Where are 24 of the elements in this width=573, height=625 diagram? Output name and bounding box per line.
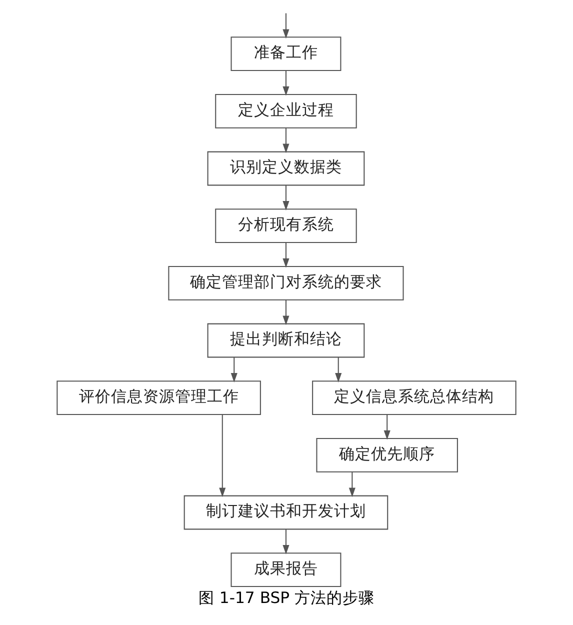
arrow xyxy=(230,357,238,382)
node-box: 分析现有系统 xyxy=(215,208,357,244)
node-box: 确定优先顺序 xyxy=(316,438,458,472)
node-box: 成果报告 xyxy=(230,552,342,588)
node-box: 提出判断和结论 xyxy=(207,323,365,358)
node-box: 定义信息系统总体结构 xyxy=(312,380,516,416)
node-box: 制订建议书和开发计划 xyxy=(184,495,388,530)
node-box: 确定管理部门对系统的要求 xyxy=(168,266,404,300)
node-box: 准备工作 xyxy=(230,36,342,72)
arrow xyxy=(282,300,290,326)
arrow xyxy=(219,414,226,498)
arrow xyxy=(348,472,356,498)
node-box: 识别定义数据类 xyxy=(207,151,365,186)
arrow xyxy=(282,13,290,39)
caption: 图 1-17 BSP 方法的步骤 xyxy=(198,588,375,608)
arrow xyxy=(335,357,342,382)
arrow xyxy=(282,242,290,268)
arrow xyxy=(282,128,290,154)
node-box: 评价信息资源管理工作 xyxy=(56,380,261,416)
arrow xyxy=(282,185,290,210)
arrow xyxy=(282,529,290,554)
arrow xyxy=(384,414,390,440)
arrow xyxy=(282,70,290,96)
node-box: 定义企业过程 xyxy=(215,94,357,128)
